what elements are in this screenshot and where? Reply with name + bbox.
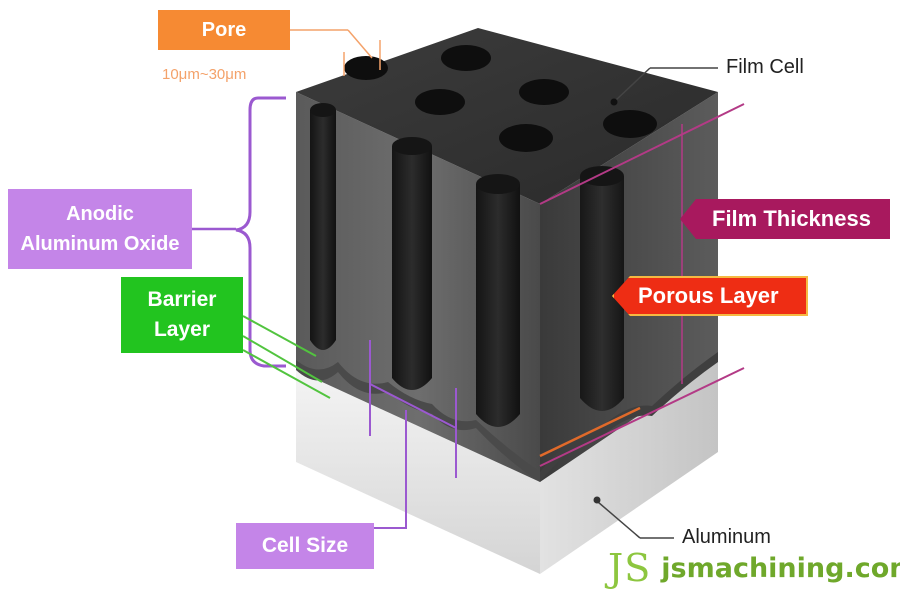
porous-layer-label: Porous Layer [612, 276, 808, 316]
barrier-label-line2: Layer [153, 318, 211, 341]
pore-leader [290, 29, 381, 76]
watermark-site: jsmachining.com [661, 552, 900, 584]
aluminum-base [296, 362, 718, 574]
film-thickness-label-text: Film Thickness [712, 206, 871, 231]
aluminum-label: Aluminum [682, 526, 771, 548]
film-thickness-label: Film Thickness [680, 199, 890, 239]
anodic-label-line1: Anodic [66, 203, 134, 225]
cell-size-label-text: Cell Size [261, 534, 349, 557]
porous-layer-label-text: Porous Layer [638, 283, 779, 308]
watermark: JS jsmachining.com [608, 546, 900, 590]
film-cell-leader [615, 67, 718, 101]
film-cell-dot [610, 98, 618, 106]
thickness-guides [539, 103, 745, 467]
barrier-layer-label: Barrier Layer [121, 277, 243, 353]
barrier-label-line1: Barrier [147, 288, 217, 311]
aluminum-leader [597, 501, 674, 539]
pore-openings [344, 45, 657, 152]
anodic-aluminum-oxide-label: Anodic Aluminum Oxide [8, 189, 192, 269]
pore-label: Pore [158, 10, 290, 50]
aluminum-dot [593, 496, 601, 504]
pore-tubes [310, 103, 624, 427]
film-cell-label: Film Cell [726, 56, 804, 78]
barrier-scallop-edge [296, 360, 540, 482]
watermark-logo: JS [608, 546, 652, 590]
cell-size-label: Cell Size [236, 523, 374, 569]
cell-size-leaders [369, 340, 457, 529]
anodic-label-line2: Aluminum Oxide [20, 233, 180, 255]
pore-size-label: 10μm~30μm [162, 66, 247, 83]
pore-label-text: Pore [201, 18, 247, 41]
barrier-layer-leaders [242, 315, 331, 399]
